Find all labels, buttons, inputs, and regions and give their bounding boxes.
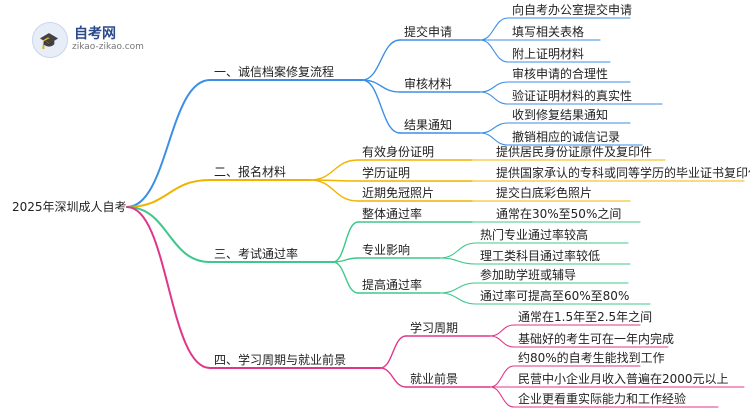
leaf-label: 民营中小企业月收入普遍在2000元以上 bbox=[518, 372, 729, 386]
leaf-label: 提供居民身份证原件及复印件 bbox=[496, 145, 653, 159]
sub-connector bbox=[361, 39, 401, 81]
sub-label: 学历证明 bbox=[362, 166, 411, 180]
sub-connector bbox=[309, 159, 359, 181]
site-logo[interactable]: 🎓 自考网 zikao-zikao.com bbox=[32, 22, 192, 62]
branch-label: 二、报名材料 bbox=[214, 165, 287, 179]
leaf-label: 理工类科目通过率较低 bbox=[480, 249, 601, 263]
leaf-connector bbox=[479, 39, 509, 63]
sub-connector bbox=[332, 261, 359, 294]
sub-label: 有效身份证明 bbox=[362, 145, 435, 159]
sub-connector bbox=[379, 335, 407, 369]
leaf-connector bbox=[489, 365, 515, 388]
leaf-label: 附上证明材料 bbox=[512, 47, 585, 61]
leaf-connector bbox=[479, 17, 509, 41]
leaf-label: 向自考办公室提交申请 bbox=[512, 3, 633, 17]
leaf-label: 基础好的考生可在一年内完成 bbox=[518, 332, 675, 346]
branch-connector bbox=[126, 206, 211, 263]
branch-label: 一、诚信档案修复流程 bbox=[214, 65, 335, 79]
leaf-connector bbox=[479, 132, 509, 146]
sub-label: 近期免冠照片 bbox=[362, 186, 435, 200]
sub-connector bbox=[361, 79, 401, 134]
leaf-connector bbox=[479, 91, 509, 105]
leaf-connector bbox=[439, 282, 477, 294]
root-node: 2025年深圳成人自考 bbox=[12, 200, 127, 214]
logo-url: zikao-zikao.com bbox=[72, 42, 144, 52]
sub-label: 结果通知 bbox=[404, 118, 453, 132]
leaf-connector bbox=[479, 81, 509, 93]
leaf-label: 通常在1.5年至2.5年之间 bbox=[518, 310, 653, 324]
leaf-connector bbox=[489, 386, 515, 408]
sub-label: 审核材料 bbox=[404, 77, 453, 91]
leaf-connector bbox=[439, 257, 477, 265]
branch-label: 四、学习周期与就业前景 bbox=[214, 353, 347, 367]
branch-connector bbox=[126, 206, 211, 369]
leaf-label: 通常在30%至50%之间 bbox=[496, 207, 622, 221]
branch-label: 三、考试通过率 bbox=[214, 247, 299, 261]
leaf-connector bbox=[439, 292, 477, 305]
sub-label: 提高通过率 bbox=[362, 278, 423, 292]
sub-label: 提交申请 bbox=[404, 25, 453, 39]
sub-label: 专业影响 bbox=[362, 243, 411, 257]
leaf-label: 通过率可提高至60%至80% bbox=[480, 289, 630, 303]
leaf-label: 收到修复结果通知 bbox=[512, 108, 609, 122]
sub-connector bbox=[309, 179, 359, 202]
leaf-connector bbox=[489, 335, 515, 348]
leaf-label: 参加助学班或辅导 bbox=[480, 268, 577, 282]
leaf-label: 验证证明材料的真实性 bbox=[512, 89, 633, 103]
leaf-label: 填写相关表格 bbox=[512, 25, 585, 39]
graduation-cap-icon: 🎓 bbox=[32, 22, 68, 58]
leaf-connector bbox=[479, 122, 509, 134]
leaf-label: 约80%的自考生能找到工作 bbox=[518, 351, 665, 365]
branch-connector bbox=[126, 79, 211, 208]
leaf-connector bbox=[439, 242, 477, 259]
leaf-label: 企业更看重实际能力和工作经验 bbox=[518, 392, 687, 406]
sub-label: 整体通过率 bbox=[362, 207, 423, 221]
sub-label: 学习周期 bbox=[410, 321, 459, 335]
leaf-label: 提交白底彩色照片 bbox=[496, 186, 593, 200]
sub-label: 就业前景 bbox=[410, 372, 459, 386]
logo-name: 自考网 bbox=[74, 26, 116, 42]
leaf-label: 热门专业通过率较高 bbox=[480, 228, 589, 242]
branch-connector bbox=[126, 179, 211, 208]
leaf-connector bbox=[489, 324, 515, 337]
leaf-label: 撤销相应的诚信记录 bbox=[512, 130, 621, 144]
leaf-label: 提供国家承认的专科或同等学历的毕业证书复印件 bbox=[496, 166, 750, 180]
sub-connector bbox=[332, 221, 359, 263]
leaf-label: 审核申请的合理性 bbox=[512, 67, 609, 81]
sub-connector bbox=[379, 367, 407, 388]
